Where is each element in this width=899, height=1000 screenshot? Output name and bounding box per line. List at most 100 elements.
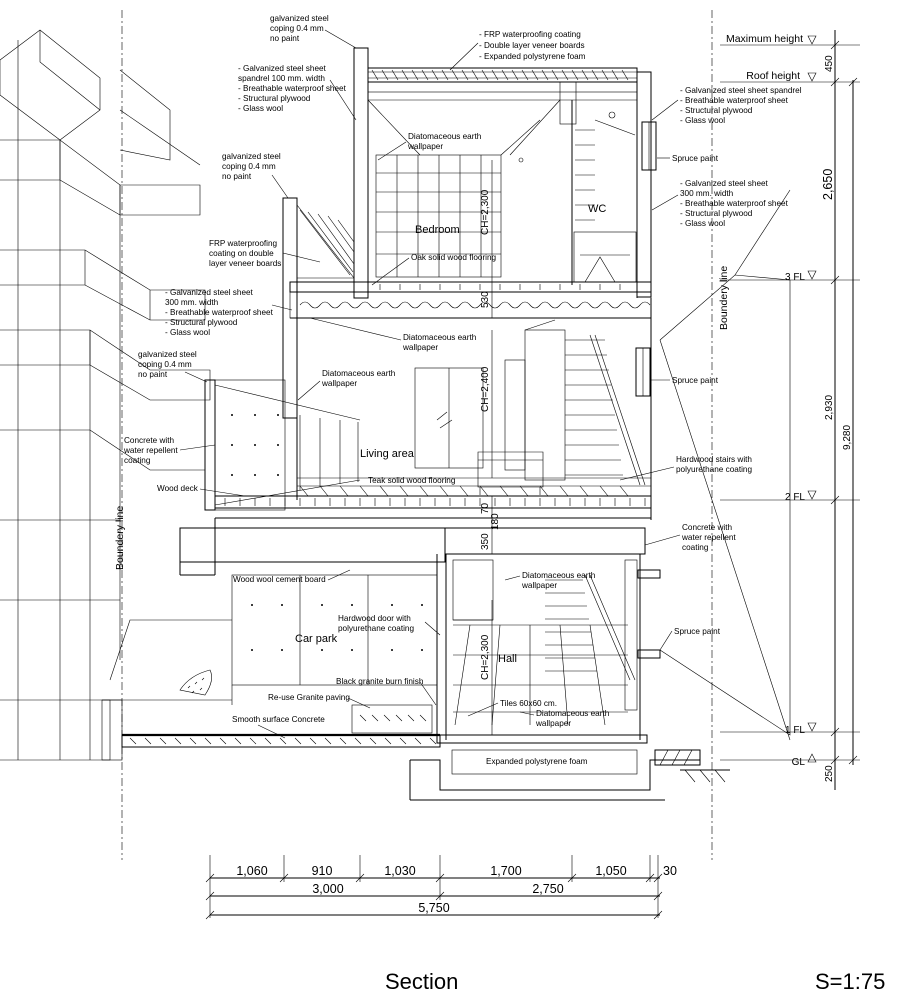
note-diatom-ceiling-2: wallpaper [402, 343, 438, 352]
note-diatom-living-1: Diatomaceous earth [322, 369, 396, 378]
note-sheet300-left-3: - Breathable waterproof sheet [165, 308, 274, 317]
note-hardwood-door-1: Hardwood door with [338, 614, 411, 623]
dim-ch-2f: CH=2,400 [480, 366, 491, 412]
boundary-label-left: Boundery line [114, 506, 126, 570]
note-spandrel-left-5: - Glass wool [238, 104, 283, 113]
note-diatom-floor-1: Diatomaceous earth [536, 709, 610, 718]
note-smooth-concrete: Smooth surface Concrete [232, 715, 325, 724]
note-coping-low-3: no paint [138, 370, 168, 379]
dim-bottom-5750: 5,750 [418, 901, 449, 915]
note-diatom-living-2: wallpaper [321, 379, 357, 388]
dim-2930: 2,930 [824, 395, 835, 420]
note-reuse-granite: Re-use Granite paving [268, 693, 350, 702]
room-living: Living area [360, 448, 415, 460]
note-oak-floor: Oak solid wood flooring [411, 253, 497, 262]
note-teak-floor: Teak solid wood flooring [368, 476, 456, 485]
note-coping-mid-2: coping 0.4 mm [222, 162, 276, 171]
drawing-scale: S=1:75 [815, 969, 885, 994]
note-concrete-right-1: Concrete with [682, 523, 733, 532]
note-coping-mid-1: galvanized steel [222, 152, 281, 161]
level-markers [720, 30, 860, 790]
note-wood-wool: Wood wool cement board [233, 575, 326, 584]
level-1fl-label: 1 FL [785, 725, 805, 736]
dim-180: 180 [490, 513, 501, 530]
note-diatom-bed-1: Diatomaceous earth [408, 132, 482, 141]
neighbor-building [0, 29, 211, 761]
note-coping-top-3: no paint [270, 34, 300, 43]
dim-bottom-1700: 1,700 [490, 864, 521, 878]
note-spandrel-right-2: - Breathable waterproof sheet [680, 96, 789, 105]
dim-450: 450 [824, 55, 835, 72]
dim-bottom-1030: 1,030 [384, 864, 415, 878]
note-sheet300-left-4: - Structural plywood [165, 318, 238, 327]
note-diatom-bed-2: wallpaper [407, 142, 443, 151]
note-coping-low-2: coping 0.4 mm [138, 360, 192, 369]
note-coping-top-1: galvanized steel [270, 14, 329, 23]
note-frp-roof-2: - Double layer veneer boards [479, 41, 585, 50]
level-3fl-label: 3 FL [785, 272, 805, 283]
dim-bottom-2750: 2,750 [532, 882, 563, 896]
dim-ch-1f: CH=2,300 [480, 634, 491, 680]
room-hall: Hall [498, 653, 517, 665]
note-hardwood-door-2: polyurethane coating [338, 624, 414, 633]
note-granite-burn: Black granite burn finish [336, 677, 424, 686]
note-frp-roof-3: - Expanded polystyrene foam [479, 52, 586, 61]
note-diatom-hall-1: Diatomaceous earth [522, 571, 596, 580]
room-wc: WC [588, 203, 606, 215]
dim-350: 350 [480, 533, 491, 550]
note-spandrel-right-3: - Structural plywood [680, 106, 753, 115]
note-concrete-right-3: coating [682, 543, 709, 552]
dim-250: 250 [824, 765, 835, 782]
note-wood-deck: Wood deck [157, 484, 199, 493]
dim-bottom-1050: 1,050 [595, 864, 626, 878]
note-sheet300-right-5: - Glass wool [680, 219, 725, 228]
note-hardwood-stairs-1: Hardwood stairs with [676, 455, 752, 464]
note-concrete-right-2: water repellent [681, 533, 736, 542]
note-spandrel-right-1: - Galvanized steel sheet spandrel [680, 86, 802, 95]
level-roof-label: Roof height [746, 70, 800, 82]
annotations: galvanized steel coping 0.4 mm no paint … [123, 14, 802, 766]
dim-bottom-910: 910 [312, 864, 333, 878]
note-hardwood-stairs-2: polyurethane coating [676, 465, 752, 474]
level-2fl-label: 2 FL [785, 492, 805, 503]
note-sheet300-right-2: 300 mm. width [680, 189, 734, 198]
note-sheet300-right-3: - Breathable waterproof sheet [680, 199, 789, 208]
dim-530: 530 [480, 291, 491, 308]
note-eps: Expanded polystyrene foam [486, 757, 588, 766]
dim-2650: 2,650 [821, 169, 835, 200]
note-spruce-3: Spruce paint [674, 627, 721, 636]
note-sheet300-left-1: - Galvanized steel sheet [165, 288, 254, 297]
level-max-label: Maximum height [726, 33, 803, 45]
dim-bottom-3000: 3,000 [312, 882, 343, 896]
dim-ch-3f: CH=2,300 [480, 189, 491, 235]
note-spandrel-left-3: - Breathable waterproof sheet [238, 84, 347, 93]
note-diatom-hall-2: wallpaper [521, 581, 557, 590]
note-concrete-left-2: water repellent [123, 446, 178, 455]
dim-bottom-1060: 1,060 [236, 864, 267, 878]
note-diatom-floor-2: wallpaper [535, 719, 571, 728]
note-concrete-left-3: coating [124, 456, 151, 465]
room-carpark: Car park [295, 633, 338, 645]
note-sheet300-left-5: - Glass wool [165, 328, 210, 337]
note-coping-mid-3: no paint [222, 172, 252, 181]
level-gl-label: GL [792, 757, 806, 768]
note-coping-top-2: coping 0.4 mm [270, 24, 324, 33]
note-spruce-2: Spruce paint [672, 376, 719, 385]
note-spandrel-left-2: spandrel 100 mm. width [238, 74, 325, 83]
note-frp-roof-1: - FRP waterproofing coating [479, 30, 581, 39]
note-sheet300-right-1: - Galvanized steel sheet [680, 179, 769, 188]
note-concrete-left-1: Concrete with [124, 436, 175, 445]
dim-9280: 9,280 [842, 425, 853, 450]
note-sheet300-right-4: - Structural plywood [680, 209, 753, 218]
note-frp-balcony-2: coating on double [209, 249, 274, 258]
dim-70: 70 [480, 502, 491, 514]
note-sheet300-left-2: 300 mm. width [165, 298, 219, 307]
drawing-title: Section [385, 969, 458, 994]
boundary-label-right: Boundery line [718, 266, 730, 330]
dim-bottom-30: 30 [663, 864, 677, 878]
bottom-dimensions [205, 855, 663, 920]
note-diatom-ceiling-1: Diatomaceous earth [403, 333, 477, 342]
note-spandrel-left-1: - Galvanized steel sheet [238, 64, 327, 73]
note-spandrel-left-4: - Structural plywood [238, 94, 311, 103]
